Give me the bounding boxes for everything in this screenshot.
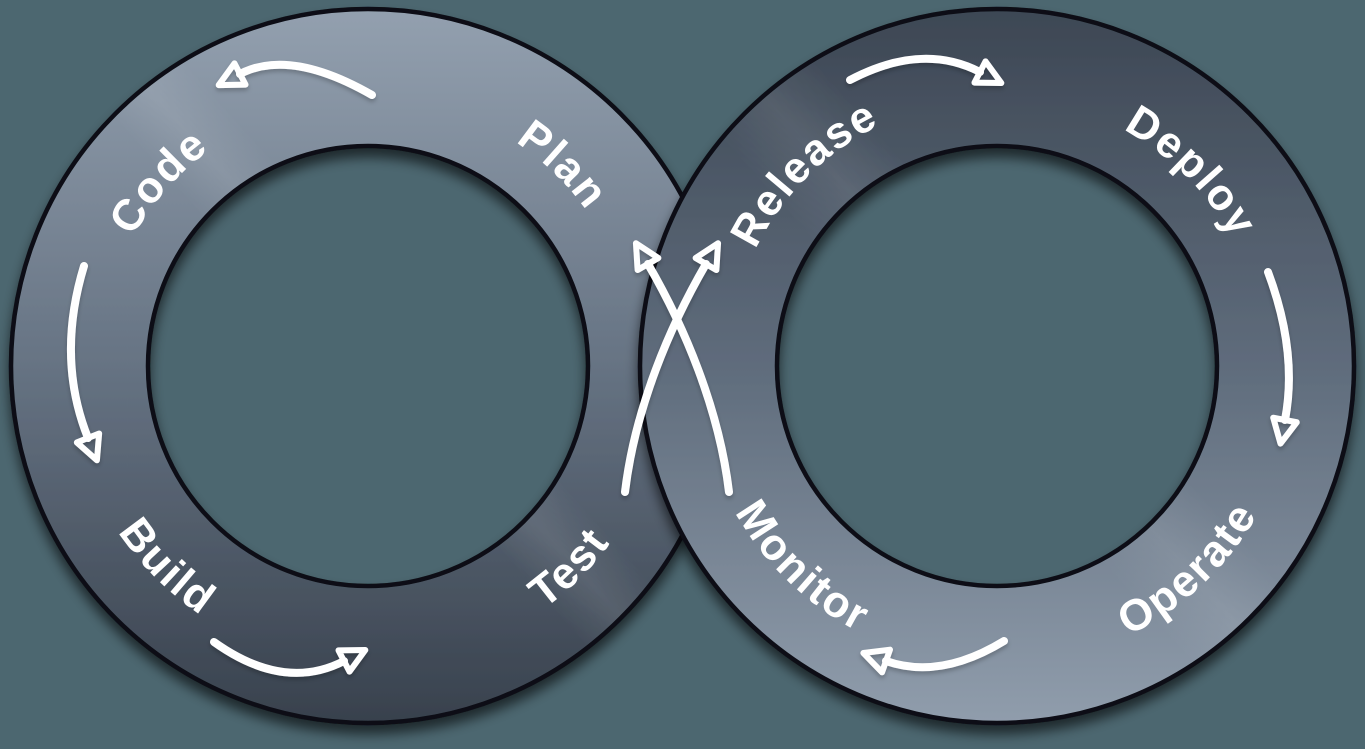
arrow-test-to-release-icon <box>621 240 722 496</box>
arrow-plan-to-code-icon <box>215 60 376 99</box>
arrow-release-to-deploy-icon <box>846 54 1005 87</box>
arrow-code-to-build-icon <box>67 262 103 464</box>
arrow-monitor-to-plan-icon <box>632 240 733 496</box>
arrow-operate-to-monitor-icon <box>860 637 1008 676</box>
flow-arrows <box>67 54 1300 677</box>
arrow-build-to-test-icon <box>210 638 369 677</box>
development-ring-inner-outline <box>145 143 591 589</box>
arrow-deploy-to-operate-icon <box>1264 268 1300 447</box>
operations-ring-inner-outline <box>774 143 1220 589</box>
operations-ring-outer-outline <box>637 6 1357 726</box>
